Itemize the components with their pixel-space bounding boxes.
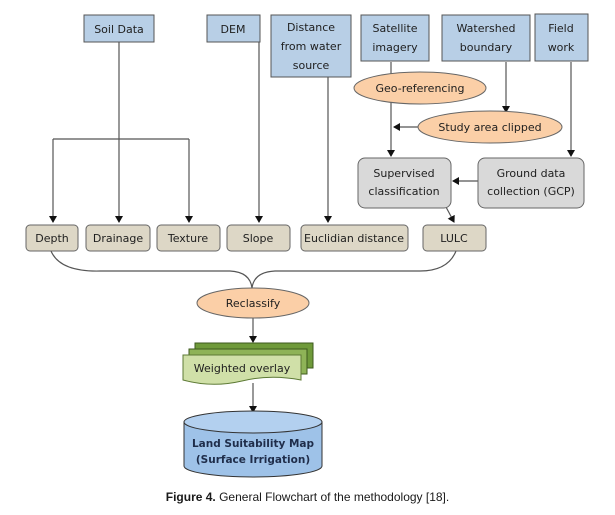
process-supervised-classification: Supervised classification <box>357 157 452 209</box>
criteria-lulc-label: LULC <box>440 232 468 245</box>
process-ground-data: Ground data collection (GCP) <box>477 157 585 209</box>
criteria-slope-label: Slope <box>243 232 274 245</box>
input-satellite-label-2: imagery <box>372 41 418 54</box>
input-soil-data-label: Soil Data <box>94 23 144 36</box>
criteria-slope: Slope <box>226 224 291 252</box>
arrow-supervised-lulc <box>445 206 455 223</box>
input-field-work: Field work <box>534 13 589 62</box>
criteria-depth-label: Depth <box>35 232 69 245</box>
process-weighted-overlay: Weighted overlay <box>182 342 314 385</box>
criteria-euclidian-distance: Euclidian distance <box>300 224 409 252</box>
criteria-drainage-label: Drainage <box>93 232 143 245</box>
output-label-1: Land Suitability Map <box>192 438 315 450</box>
process-reclassify: Reclassify <box>196 287 310 319</box>
merge-brace <box>50 250 457 289</box>
input-field-work-label-2: work <box>548 41 575 54</box>
process-study-area-clipped: Study area clipped <box>417 110 563 144</box>
process-study-area-clipped-label: Study area clipped <box>438 121 541 134</box>
input-watershed: Watershed boundary <box>441 14 531 62</box>
input-satellite-label-1: Satellite <box>372 22 417 35</box>
process-geo-referencing-label: Geo-referencing <box>376 82 465 95</box>
input-dem: DEM <box>206 14 261 43</box>
criteria-lulc: LULC <box>422 224 487 252</box>
input-soil-data: Soil Data <box>83 14 155 43</box>
input-distance-label-1: Distance <box>287 21 335 34</box>
process-supervised-label-2: classification <box>368 185 439 198</box>
figure-caption: Figure 4. General Flowchart of the metho… <box>0 490 615 504</box>
input-dem-label: DEM <box>221 23 246 36</box>
process-reclassify-label: Reclassify <box>226 297 281 310</box>
input-watershed-label-1: Watershed <box>457 22 516 35</box>
criteria-euclidian-label: Euclidian distance <box>304 232 404 245</box>
input-field-work-label-1: Field <box>548 22 573 35</box>
criteria-texture: Texture <box>156 224 221 252</box>
process-geo-referencing: Geo-referencing <box>353 71 487 105</box>
figure-caption-text: General Flowchart of the methodology [18… <box>215 490 450 504</box>
output-label-2: (Surface Irrigation) <box>196 454 310 466</box>
criteria-texture-label: Texture <box>167 232 208 245</box>
input-distance: Distance from water source <box>270 14 352 78</box>
figure-caption-label: Figure 4. <box>165 490 216 504</box>
input-satellite: Satellite imagery <box>360 14 430 62</box>
process-ground-data-label-2: collection (GCP) <box>487 185 575 198</box>
input-watershed-label-2: boundary <box>460 41 513 54</box>
process-weighted-overlay-label: Weighted overlay <box>194 362 291 375</box>
input-distance-label-3: source <box>293 59 330 72</box>
process-ground-data-label-1: Ground data <box>497 167 566 180</box>
output-land-suitability-map: Land Suitability Map (Surface Irrigation… <box>183 410 323 478</box>
process-supervised-label-1: Supervised <box>373 167 434 180</box>
input-distance-label-2: from water <box>281 40 342 53</box>
overlay-layer-front <box>182 354 302 385</box>
criteria-depth: Depth <box>25 224 79 252</box>
criteria-drainage: Drainage <box>85 224 151 252</box>
